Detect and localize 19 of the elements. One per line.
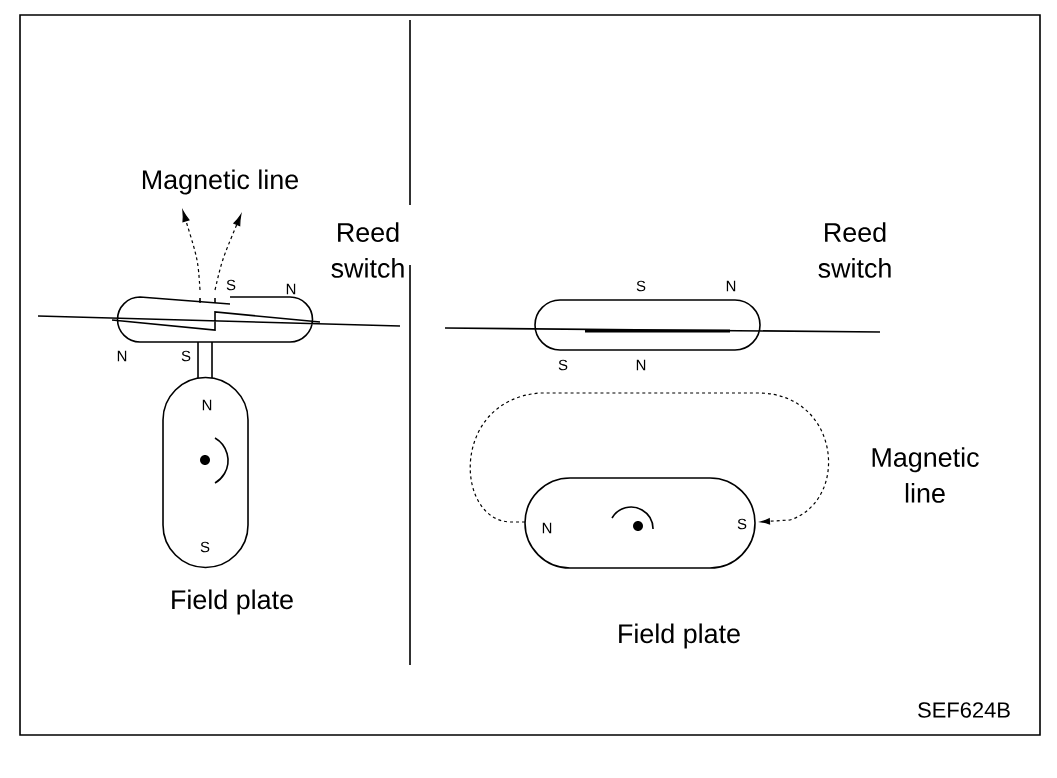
pole-letter: S [181, 350, 191, 362]
pole-letter: S [226, 279, 236, 291]
label: Magnetic line [872, 447, 979, 503]
label: SEF624B [918, 702, 1010, 718]
label: Magnetic line [142, 169, 298, 195]
pole-letter: N [286, 283, 296, 295]
pole-letter: N [636, 359, 646, 371]
pole-letter: S [558, 359, 568, 371]
pole-letter: N [117, 350, 127, 362]
pole-letter: N [726, 280, 736, 292]
label: Reed switch [331, 222, 404, 278]
pole-letter: S [737, 518, 747, 530]
label: Reed switch [818, 222, 891, 278]
pole-letter: N [542, 522, 552, 534]
label: Field plate [172, 589, 293, 615]
pole-letter: N [202, 399, 212, 411]
pole-letter: S [636, 280, 646, 292]
pole-letter: S [200, 541, 210, 553]
label: Field plate [619, 623, 740, 649]
